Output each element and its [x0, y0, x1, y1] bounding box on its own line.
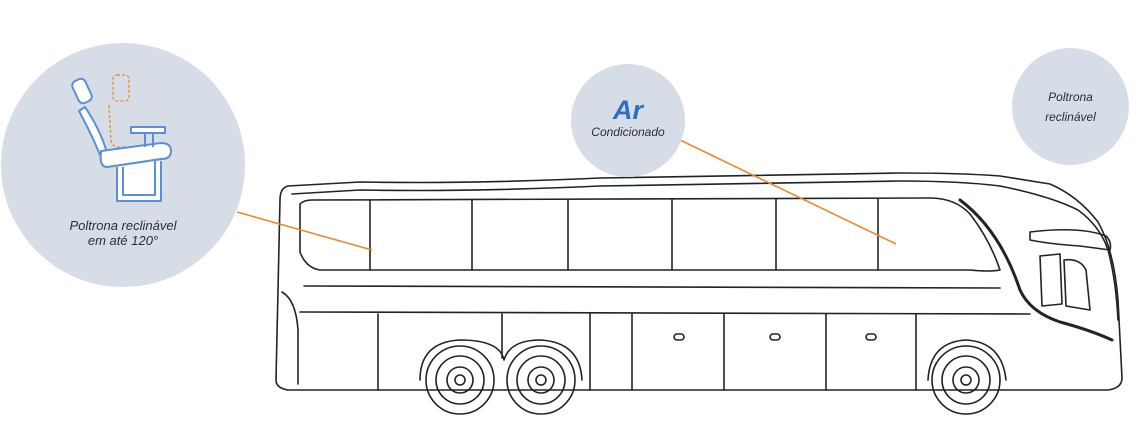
seat-callout-line1: Poltrona reclinável [69, 218, 177, 233]
reclining-seat-icon [71, 74, 172, 202]
callout-line-air [679, 139, 897, 245]
rear-wheel-2 [506, 345, 576, 415]
callout-line-seat [236, 211, 373, 251]
reclining-callout-bubble: Poltrona reclinável [1012, 48, 1129, 165]
side-windows [299, 197, 1001, 272]
seat-callout-line2: em até 120° [87, 233, 159, 248]
air-conditioning-callout-bubble: Ar Condicionado [571, 64, 685, 177]
rear-wheel-1 [425, 345, 495, 415]
seat-callout-bubble: Poltrona reclinável em até 120° [1, 43, 245, 287]
reclining-callout-line1: Poltrona [1048, 89, 1093, 104]
windshield [999, 185, 1119, 321]
front-wheel [931, 345, 1001, 415]
air-conditioning-title: Ar [612, 94, 643, 125]
bus-body-outline [275, 172, 1123, 391]
reclining-callout-line2: reclinável [1045, 109, 1096, 124]
air-conditioning-subtitle: Condicionado [591, 124, 665, 139]
